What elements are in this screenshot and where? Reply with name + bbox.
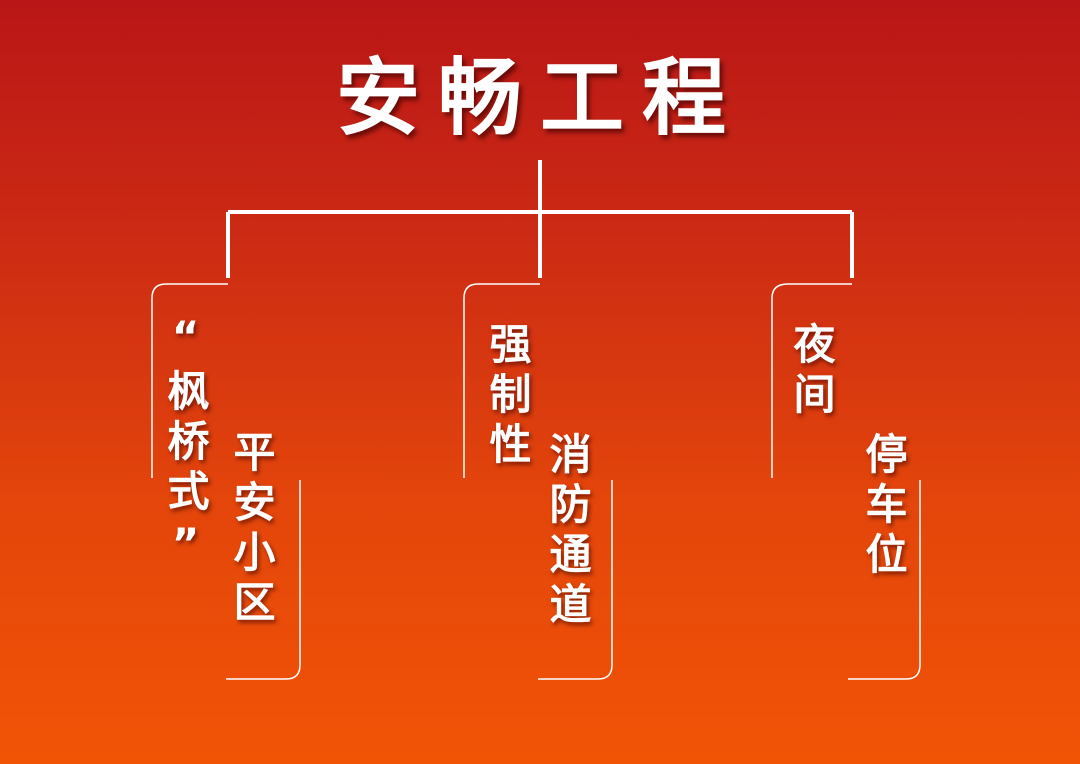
diagram-title: 安畅工程 [335, 49, 744, 147]
branch-2-top-bracket [463, 283, 540, 478]
branch-3-bottom-bracket [848, 480, 921, 680]
branch-1-label-a: “枫桥式” [161, 312, 210, 576]
branch-2-label-a: 强制性 [483, 322, 532, 472]
branch-2-label-b: 消防通道 [543, 432, 592, 632]
branch-3-top-bracket [771, 283, 852, 478]
branch-1-label-b: 平安小区 [227, 430, 276, 630]
branch-1-bottom-bracket [226, 480, 301, 680]
branch-3-label-a: 夜间 [787, 322, 836, 422]
branch-3-label-b: 停车位 [859, 432, 908, 582]
branch-2-bottom-bracket [538, 480, 613, 680]
branch-1-top-bracket [151, 283, 228, 478]
